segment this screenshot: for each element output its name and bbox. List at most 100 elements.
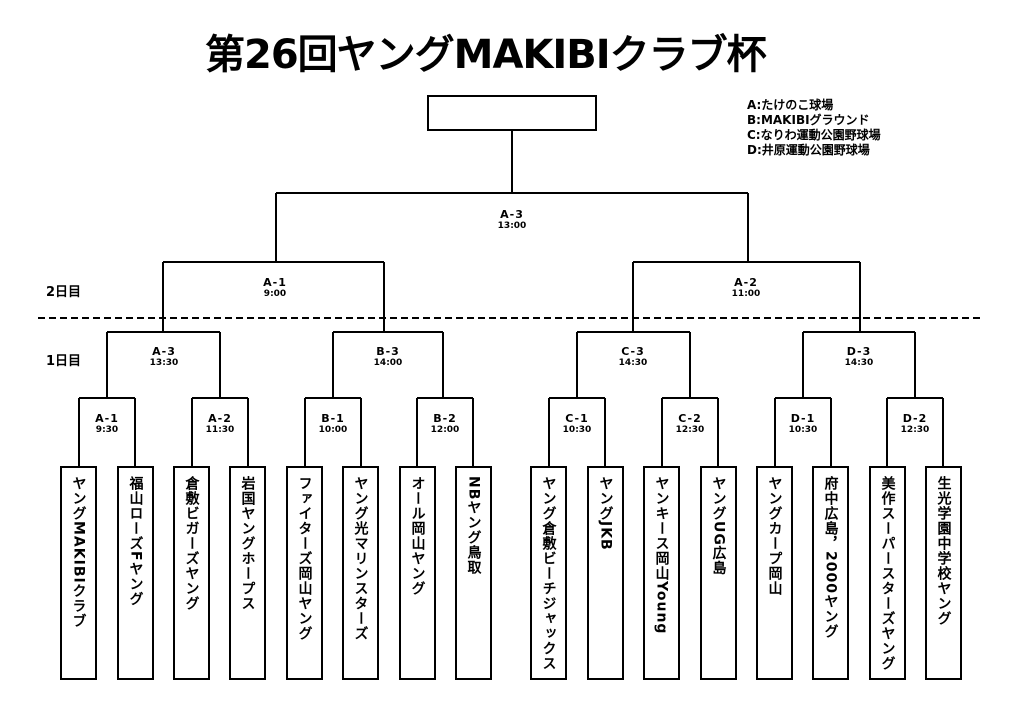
bracket-line-r5 (548, 397, 606, 466)
match-id: B-3 (376, 345, 400, 358)
team-name: ヤングカープ岡山 (766, 476, 783, 596)
match-r8: D-2 12:30 (901, 412, 930, 435)
match-time: 9:30 (95, 425, 119, 435)
match-semi-right: A-2 11:00 (732, 276, 761, 299)
match-r1: A-1 9:30 (95, 412, 119, 435)
match-time: 9:00 (263, 289, 287, 299)
match-id: D-1 (790, 412, 816, 425)
bracket-line-r4 (416, 397, 474, 466)
team-box: ヤングMAKIBIクラブ (60, 466, 97, 680)
match-r6: C-2 12:30 (676, 412, 705, 435)
venue-item: A:たけのこ球場 (747, 98, 834, 112)
match-r7: D-1 10:30 (789, 412, 818, 435)
match-time: 14:30 (618, 358, 648, 368)
bracket-line-q2 (332, 331, 444, 398)
bracket-line-r1 (78, 397, 136, 466)
bracket-line-semi-left (162, 261, 385, 332)
match-time: 10:00 (318, 425, 348, 435)
bracket-line-q1 (106, 331, 221, 398)
match-id: A-3 (500, 208, 524, 221)
match-id: A-1 (95, 412, 119, 425)
team-name: ヤング倉敷ビーチジャックス (540, 476, 557, 671)
match-id: B-2 (433, 412, 457, 425)
match-final: A-3 13:00 (498, 208, 527, 231)
match-time: 11:30 (205, 425, 235, 435)
match-time: 10:30 (562, 425, 592, 435)
team-box: 美作スーパースターズヤング (869, 466, 906, 680)
match-id: A-1 (263, 276, 287, 289)
match-r5: C-1 10:30 (563, 412, 592, 435)
team-name: ヤンキース岡山Young (653, 476, 670, 635)
team-box: 福山ローズFヤング (117, 466, 154, 680)
match-q1: A-3 13:30 (150, 345, 179, 368)
team-box: ヤングUG広島 (700, 466, 737, 680)
team-box: NBヤング鳥取 (455, 466, 492, 680)
team-name: 倉敷ビガーズヤング (183, 476, 200, 611)
match-time: 10:30 (788, 425, 818, 435)
match-time: 14:00 (373, 358, 403, 368)
team-name: ヤングMAKIBIクラブ (70, 476, 87, 629)
team-name: ヤングUG広島 (710, 476, 727, 576)
team-box: 岩国ヤングホープス (229, 466, 266, 680)
team-box: ヤングJKB (587, 466, 624, 680)
team-box: 生光学園中学校ヤング (925, 466, 962, 680)
match-id: C-3 (621, 345, 645, 358)
team-name: 岩国ヤングホープス (239, 476, 256, 611)
team-name: ヤング光マリンスターズ (352, 476, 369, 641)
team-name: ヤングJKB (597, 476, 614, 551)
match-id: C-1 (565, 412, 589, 425)
team-name: ファイターズ岡山ヤング (296, 476, 313, 641)
match-id: B-1 (321, 412, 345, 425)
match-r4: B-2 12:00 (431, 412, 460, 435)
venue-item: C:なりわ運動公園野球場 (747, 128, 881, 142)
team-name: NBヤング鳥取 (465, 476, 482, 576)
bracket-line-final (275, 131, 749, 262)
match-semi-left: A-1 9:00 (263, 276, 287, 299)
venue-item: B:MAKIBIグラウンド (747, 113, 870, 127)
match-r2: A-2 11:30 (206, 412, 235, 435)
team-name: 美作スーパースターズヤング (879, 476, 896, 671)
day2-label: 2日目 (46, 285, 82, 300)
match-time: 13:30 (149, 358, 179, 368)
bracket-line-r7 (774, 397, 832, 466)
venue-legend: A:たけのこ球場 B:MAKIBIグラウンド C:なりわ運動公園野球場 D:井原… (747, 98, 881, 158)
team-box: ヤングカープ岡山 (756, 466, 793, 680)
team-box: 倉敷ビガーズヤング (173, 466, 210, 680)
match-id: A-2 (208, 412, 232, 425)
match-q3: C-3 14:30 (619, 345, 648, 368)
team-name: 府中広島，2000ヤング (822, 476, 839, 639)
team-name: 生光学園中学校ヤング (935, 476, 952, 626)
team-box: ヤンキース岡山Young (643, 466, 680, 680)
team-box: 府中広島，2000ヤング (812, 466, 849, 680)
venue-item: D:井原運動公園野球場 (747, 143, 870, 157)
match-time: 12:30 (675, 425, 705, 435)
match-time: 12:00 (430, 425, 460, 435)
day1-label: 1日目 (46, 354, 82, 369)
bracket-line-r2 (191, 397, 249, 466)
bracket-line-q3 (576, 331, 691, 398)
team-box: ファイターズ岡山ヤング (286, 466, 323, 680)
bracket-line-semi-right (632, 261, 861, 332)
match-id: C-2 (678, 412, 702, 425)
match-q2: B-3 14:00 (374, 345, 403, 368)
bracket-line-q4 (802, 331, 916, 398)
match-time: 11:00 (731, 289, 761, 299)
team-box: ヤング光マリンスターズ (342, 466, 379, 680)
match-time: 13:00 (497, 221, 527, 231)
team-box: ヤング倉敷ビーチジャックス (530, 466, 567, 680)
page-title: 第26回ヤングMAKIBIクラブ杯 (205, 32, 767, 78)
champion-box (427, 95, 597, 131)
bracket-line-r8 (886, 397, 944, 466)
team-name: オール岡山ヤング (409, 476, 426, 596)
team-box: オール岡山ヤング (399, 466, 436, 680)
match-id: D-3 (846, 345, 872, 358)
match-time: 14:30 (844, 358, 874, 368)
bracket-line-r3 (304, 397, 362, 466)
match-q4: D-3 14:30 (845, 345, 874, 368)
bracket-line-r6 (661, 397, 719, 466)
match-time: 12:30 (900, 425, 930, 435)
match-r3: B-1 10:00 (319, 412, 348, 435)
match-id: D-2 (902, 412, 928, 425)
match-id: A-3 (152, 345, 176, 358)
